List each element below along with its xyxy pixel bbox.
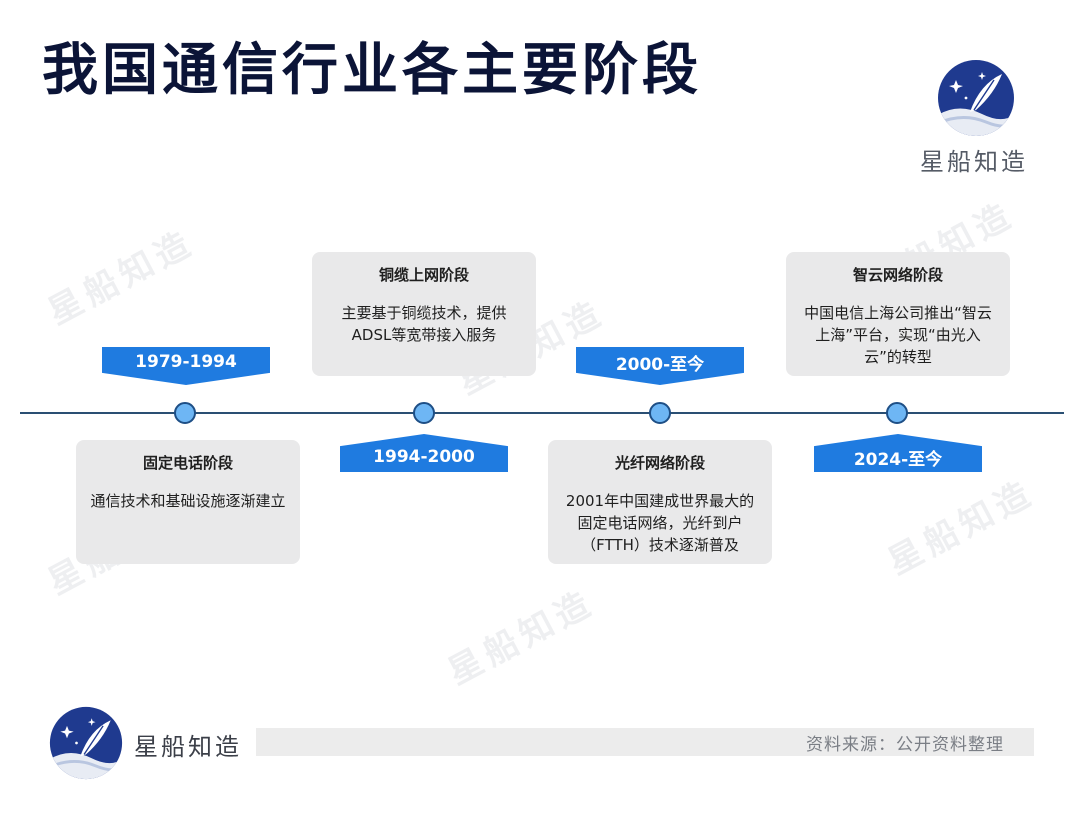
stage-title: 铜缆上网阶段 [378, 266, 469, 284]
source-note: 资料来源：公开资料整理 [806, 734, 1004, 755]
stage-card: 固定电话阶段 通信技术和基础设施逐渐建立 [76, 440, 300, 564]
stage-desc: 中国电信上海公司推出“智云上海”平台，实现“由光入云”的转型 [804, 304, 992, 366]
timeline-node [174, 402, 196, 424]
stage-card: 智云网络阶段 中国电信上海公司推出“智云上海”平台，实现“由光入云”的转型 [786, 252, 1010, 376]
stage-title: 固定电话阶段 [142, 454, 233, 472]
brand-name: 星船知造 [920, 148, 1028, 176]
watermark: 星船知造 [41, 222, 202, 333]
footer-brand: 星船知造 [134, 733, 242, 761]
timeline-axis [20, 412, 1064, 414]
period-tag: 1979-1994 [102, 347, 270, 385]
source-bar: 资料来源：公开资料整理 [256, 728, 1034, 756]
stage-desc: 2001年中国建成世界最大的固定电话网络，光纤到户（FTTH）技术逐渐普及 [565, 492, 755, 554]
page-title: 我国通信行业各主要阶段 [42, 38, 702, 103]
stage-card: 光纤网络阶段 2001年中国建成世界最大的固定电话网络，光纤到户（FTTH）技术… [548, 440, 772, 564]
timeline-node [413, 402, 435, 424]
timeline-node [649, 402, 671, 424]
starship-logo-icon [49, 706, 123, 780]
stage-title: 智云网络阶段 [852, 266, 943, 284]
watermark: 星船知造 [441, 582, 602, 693]
period-tag: 1994-2000 [340, 434, 508, 472]
period-tag: 2000-至今 [576, 347, 744, 385]
period-tag: 2024-至今 [814, 434, 982, 472]
stage-desc: 主要基于铜缆技术，提供ADSL等宽带接入服务 [341, 304, 507, 344]
stage-card: 铜缆上网阶段 主要基于铜缆技术，提供ADSL等宽带接入服务 [312, 252, 536, 376]
stage-desc: 通信技术和基础设施逐渐建立 [90, 492, 286, 510]
watermark: 星船知造 [881, 472, 1042, 583]
starship-logo-icon [938, 60, 1014, 136]
stage-title: 光纤网络阶段 [614, 454, 705, 472]
timeline-node [886, 402, 908, 424]
